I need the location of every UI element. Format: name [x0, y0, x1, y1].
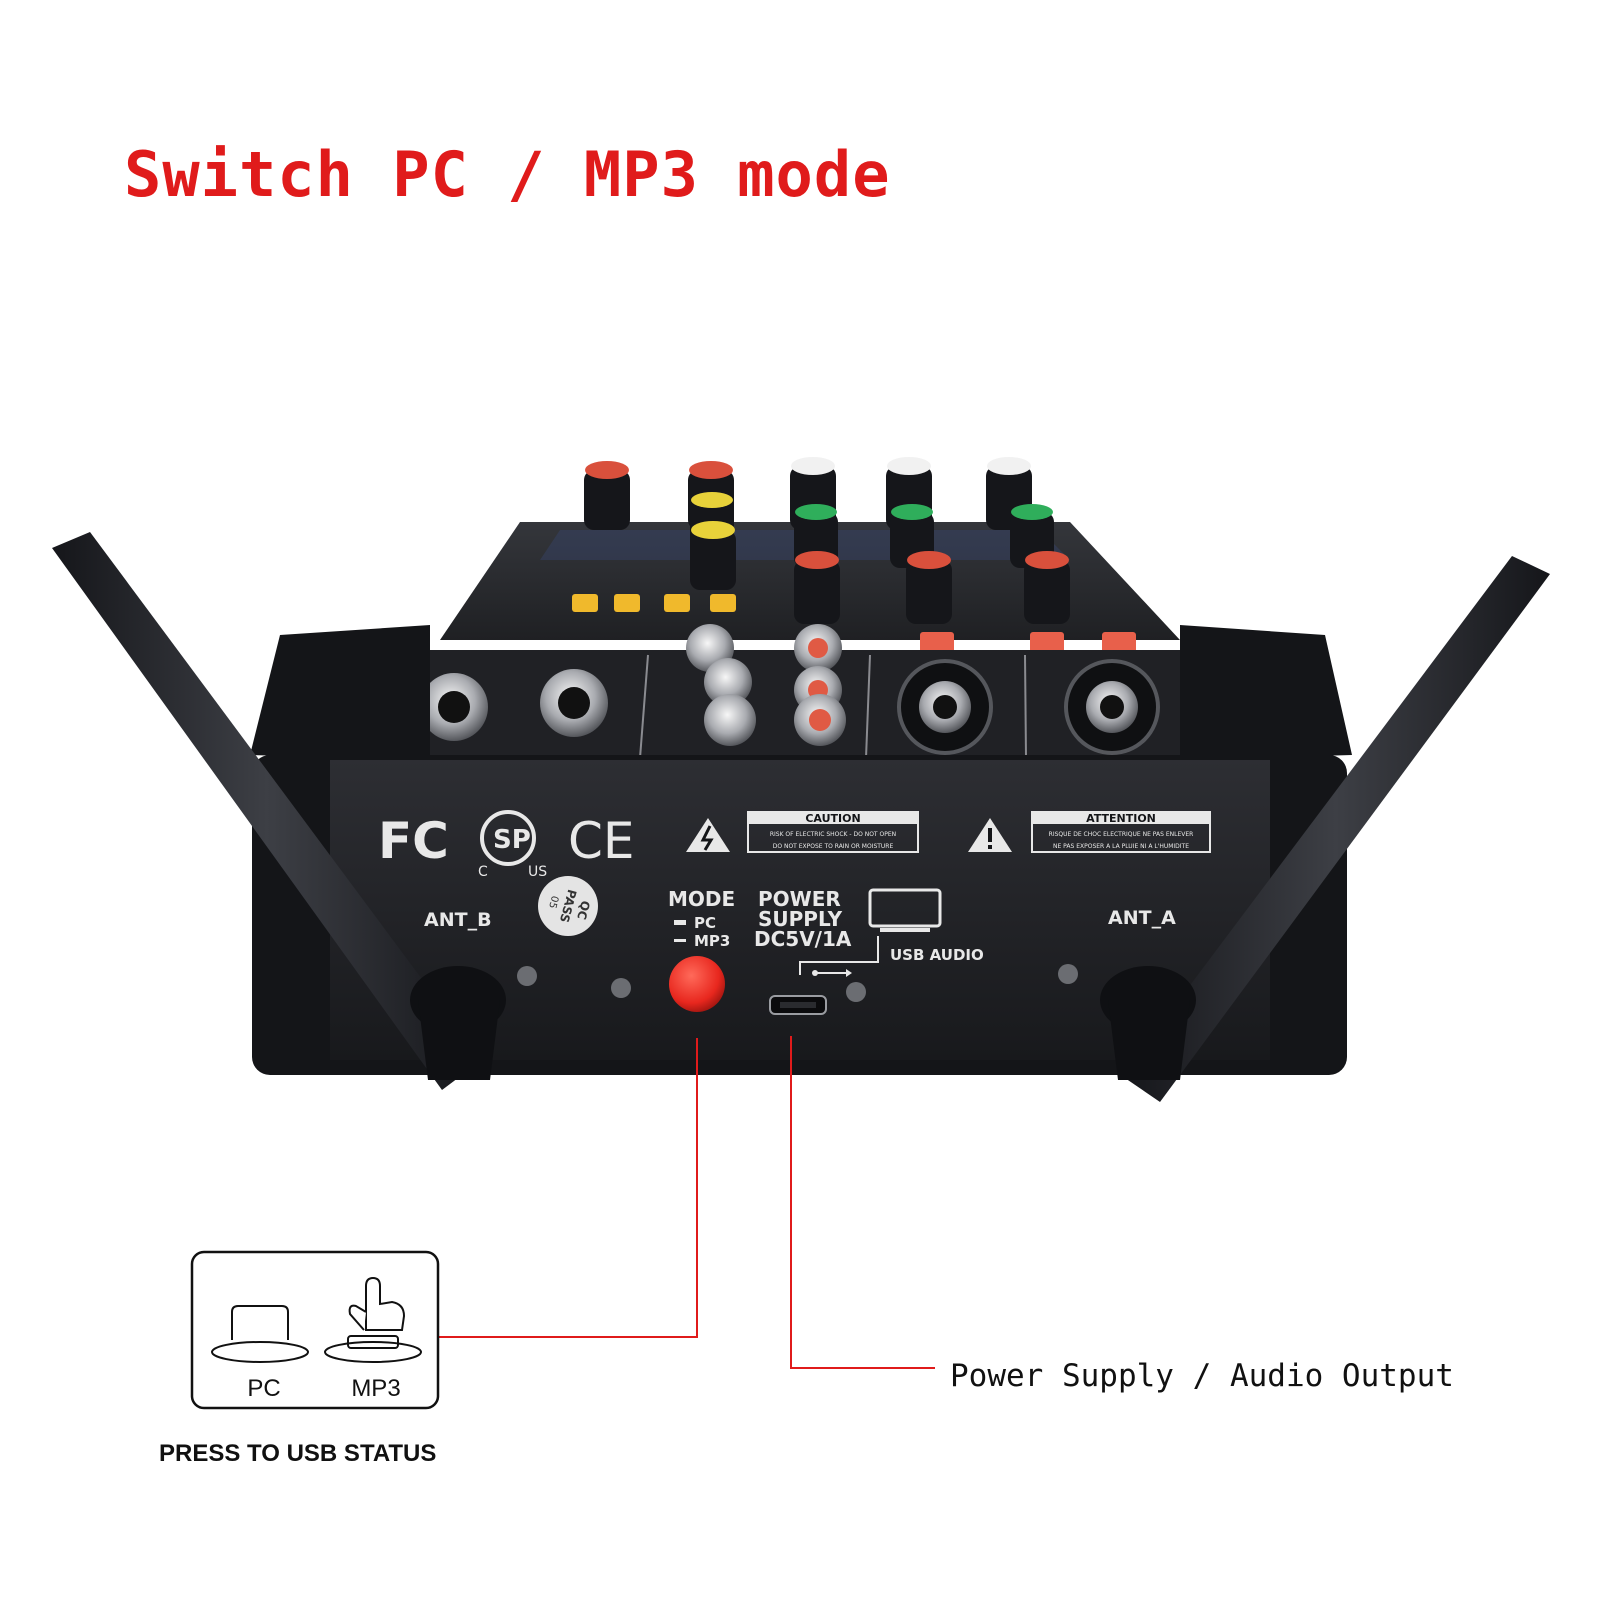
pc-mp3-illustration: PC MP3 [190, 1250, 440, 1410]
csa-mark: SP C US [478, 810, 547, 880]
qc-pass-sticker: QC PASS 05 [538, 876, 598, 936]
svg-text:US: US [528, 864, 547, 880]
svg-text:C: C [478, 864, 488, 880]
ant-b-label: ANT_B [424, 909, 492, 931]
caution-label: CAUTION RISK OF ELECTRIC SHOCK - DO NOT … [747, 811, 919, 853]
pc-label: PC [247, 1375, 280, 1402]
mode-label: MODE [668, 887, 735, 911]
svg-text:ATTENTION: ATTENTION [1086, 812, 1156, 825]
svg-text:DC5V/1A: DC5V/1A [754, 927, 852, 951]
combo-jacks[interactable] [897, 659, 1160, 755]
svg-text:QC: QC [574, 899, 592, 921]
mode-legend: PC MP3 [674, 914, 730, 950]
knob-row-front[interactable] [690, 521, 1070, 624]
exclamation-triangle-icon [968, 818, 1012, 852]
svg-text:SP: SP [493, 825, 531, 855]
button-up-icon [211, 1305, 309, 1363]
main-out-jacks[interactable] [420, 669, 608, 741]
antenna-right [1100, 556, 1550, 1102]
antenna-left [52, 532, 506, 1090]
svg-text:SUPPLY: SUPPLY [758, 907, 843, 931]
ant-a-label: ANT_A [1108, 907, 1176, 929]
usb-icon [812, 969, 852, 977]
mp3-label: MP3 [351, 1375, 400, 1402]
svg-text:RISK OF ELECTRIC SHOCK - DO NO: RISK OF ELECTRIC SHOCK - DO NOT OPEN [770, 831, 896, 838]
rca-jacks[interactable] [686, 624, 846, 746]
svg-text:MP3: MP3 [694, 932, 730, 950]
usb-port-callout: Power Supply / Audio Output [950, 1358, 1454, 1394]
svg-text:RISQUE DE CHOC ELECTRIQUE NE P: RISQUE DE CHOC ELECTRIQUE NE PAS ENLEVER [1049, 831, 1194, 838]
yellow-buttons[interactable] [572, 594, 736, 612]
button-pressed-icon [324, 1276, 422, 1363]
svg-text:NE PAS EXPOSER A LA PLUIE NI A: NE PAS EXPOSER A LA PLUIE NI A L'HUMIDIT… [1053, 843, 1189, 850]
pad-buttons[interactable] [920, 632, 1136, 654]
callout-lines [438, 1036, 935, 1369]
warning-triangle-icon [686, 818, 730, 852]
power-supply-label: POWER SUPPLY DC5V/1A [754, 887, 852, 951]
svg-text:CAUTION: CAUTION [805, 812, 860, 825]
page-title: Switch PC / MP3 mode [124, 138, 891, 211]
monitor-icon [868, 888, 942, 932]
press-to-usb-caption: PRESS TO USB STATUS [159, 1440, 437, 1467]
svg-text:PC: PC [694, 914, 716, 932]
mode-button[interactable] [669, 956, 725, 1012]
panel-screws [517, 964, 1078, 1002]
attention-label: ATTENTION RISQUE DE CHOC ELECTRIQUE NE P… [1031, 811, 1211, 853]
svg-text:DO NOT EXPOSE TO RAIN OR MOIST: DO NOT EXPOSE TO RAIN OR MOISTURE [773, 843, 894, 850]
ce-mark: CE [568, 812, 635, 870]
micro-usb-port[interactable] [769, 995, 827, 1015]
mixer-top-panel [440, 457, 1180, 654]
fc-mark: FC [378, 812, 449, 870]
svg-text:05: 05 [546, 894, 560, 909]
usb-audio-label: USB AUDIO [890, 946, 984, 964]
svg-text:POWER: POWER [758, 887, 841, 911]
